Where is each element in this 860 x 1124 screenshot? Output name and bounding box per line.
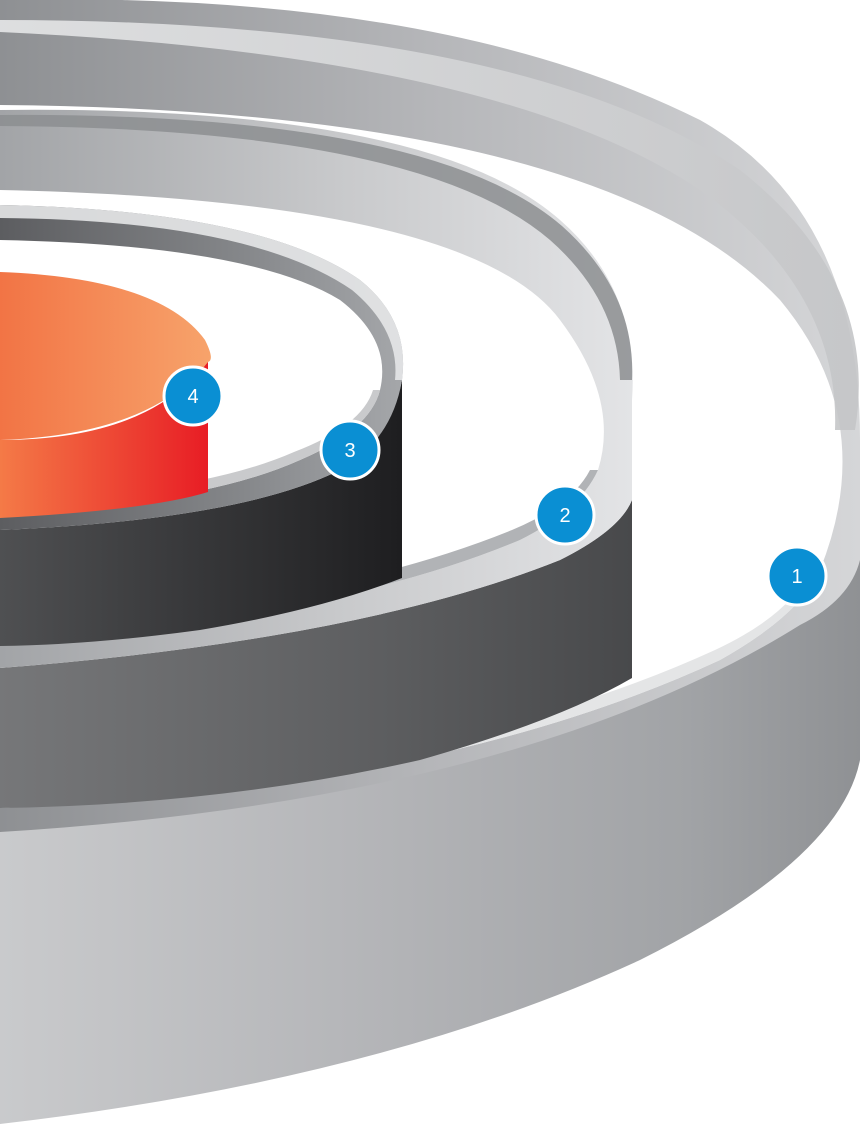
badge-4: 4 (164, 367, 222, 425)
badge-1-label: 1 (791, 566, 802, 588)
badge-2: 2 (536, 486, 594, 544)
badge-2-label: 2 (559, 505, 570, 527)
badge-4-label: 4 (187, 386, 198, 408)
badge-1: 1 (768, 547, 826, 605)
badge-3: 3 (321, 421, 379, 479)
badge-3-label: 3 (344, 440, 355, 462)
